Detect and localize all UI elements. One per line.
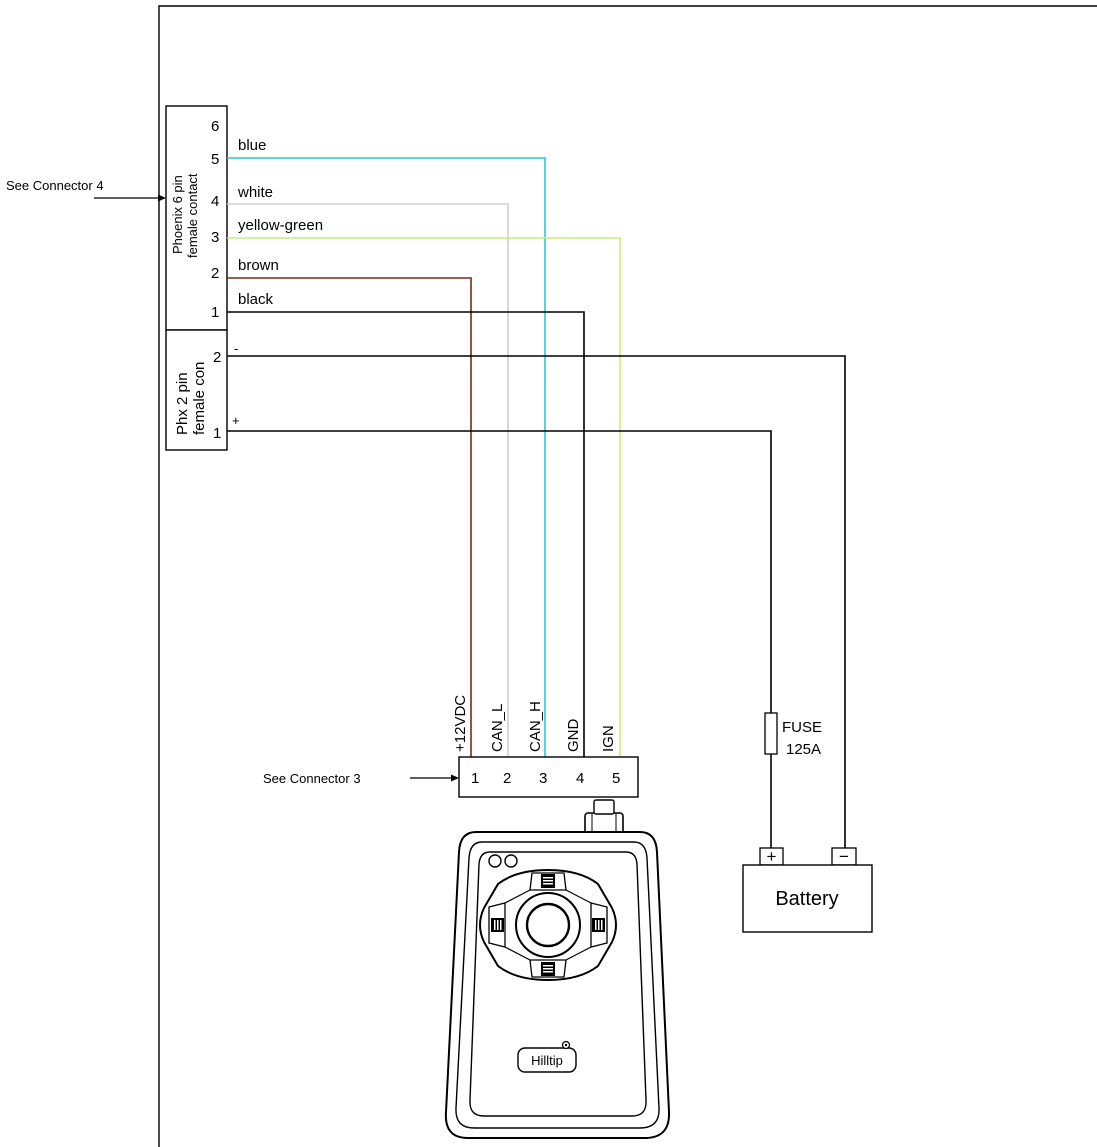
- wire-plus: [227, 430, 772, 713]
- connector-6pin-title-2: female contact: [185, 173, 200, 258]
- battery-plus: +: [767, 847, 777, 866]
- signal-12vdc: +12VDC: [452, 695, 469, 752]
- signal-gnd: GND: [565, 719, 582, 753]
- keypad-down-icon: [529, 959, 567, 978]
- battery-label: Battery: [775, 888, 838, 910]
- keypad-left-icon: [488, 902, 506, 948]
- wire-label-white: white: [237, 184, 273, 201]
- connector-6pin: Phoenix 6 pin female contact 6 5 4 3 2 1: [165, 105, 228, 331]
- signal-can-l: CAN_L: [489, 704, 506, 752]
- keypad-up-icon: [529, 872, 567, 891]
- device-connector-pin-3: 3: [539, 770, 547, 787]
- wire-label-blue: blue: [238, 137, 266, 154]
- see-connector-3-label: See Connector 3: [263, 771, 361, 786]
- wire-white: [227, 203, 509, 757]
- battery-minus: −: [839, 847, 849, 866]
- connector-6pin-pin-1: 1: [211, 304, 219, 321]
- connector-6pin-pin-5: 5: [211, 151, 219, 168]
- wire-label-brown: brown: [238, 257, 279, 274]
- fuse: FUSE 125A: [764, 712, 822, 758]
- fuse-label-2: 125A: [786, 741, 821, 758]
- wire-black: [227, 311, 585, 757]
- connector-6pin-pin-6: 6: [211, 118, 219, 135]
- device-connector-pin-1: 1: [471, 770, 479, 787]
- see-connector-4-label: See Connector 4: [6, 178, 104, 193]
- keypad-right-icon: [590, 902, 608, 948]
- fuse-label-1: FUSE: [782, 719, 822, 736]
- connector-2pin-title-2: female con: [191, 362, 208, 435]
- device-connector-pin-2: 2: [503, 770, 511, 787]
- connector-6pin-pin-3: 3: [211, 229, 219, 246]
- battery: + − Battery: [742, 847, 873, 933]
- device-connector-pin-5: 5: [612, 770, 620, 787]
- plus-label: +: [232, 413, 240, 428]
- wire-label-black: black: [238, 291, 274, 308]
- wire-yellow-green: [227, 237, 621, 757]
- connector-6pin-pin-4: 4: [211, 193, 219, 210]
- minus-label: -: [234, 341, 238, 356]
- wire-minus: [227, 355, 846, 848]
- see-connector-3-arrow: [410, 774, 459, 782]
- signal-ign: IGN: [600, 725, 617, 752]
- wire-blue: [227, 157, 546, 757]
- wire-label-yellow-green: yellow-green: [238, 217, 323, 234]
- device-connector: 1 2 3 4 5: [458, 756, 639, 798]
- connector-6pin-pin-2: 2: [211, 265, 219, 282]
- see-connector-4-arrow: [94, 194, 166, 202]
- device-brand: Hilltip: [531, 1053, 563, 1068]
- connector-2pin-pin-2: 2: [213, 349, 221, 366]
- led-2-icon: [504, 854, 518, 868]
- connector-2pin: Phx 2 pin female con 2 1 - +: [165, 329, 240, 451]
- device-connector-pin-4: 4: [576, 770, 584, 787]
- connector-2pin-title-1: Phx 2 pin: [174, 372, 191, 435]
- handheld-device: Hilltip: [444, 799, 671, 1139]
- led-1-icon: [488, 854, 502, 868]
- outer-frame: [158, 5, 1097, 1147]
- connector-2pin-pin-1: 1: [213, 425, 221, 442]
- wire-brown: [227, 277, 472, 757]
- signal-can-h: CAN_H: [527, 701, 544, 752]
- connector-6pin-title-1: Phoenix 6 pin: [170, 175, 185, 254]
